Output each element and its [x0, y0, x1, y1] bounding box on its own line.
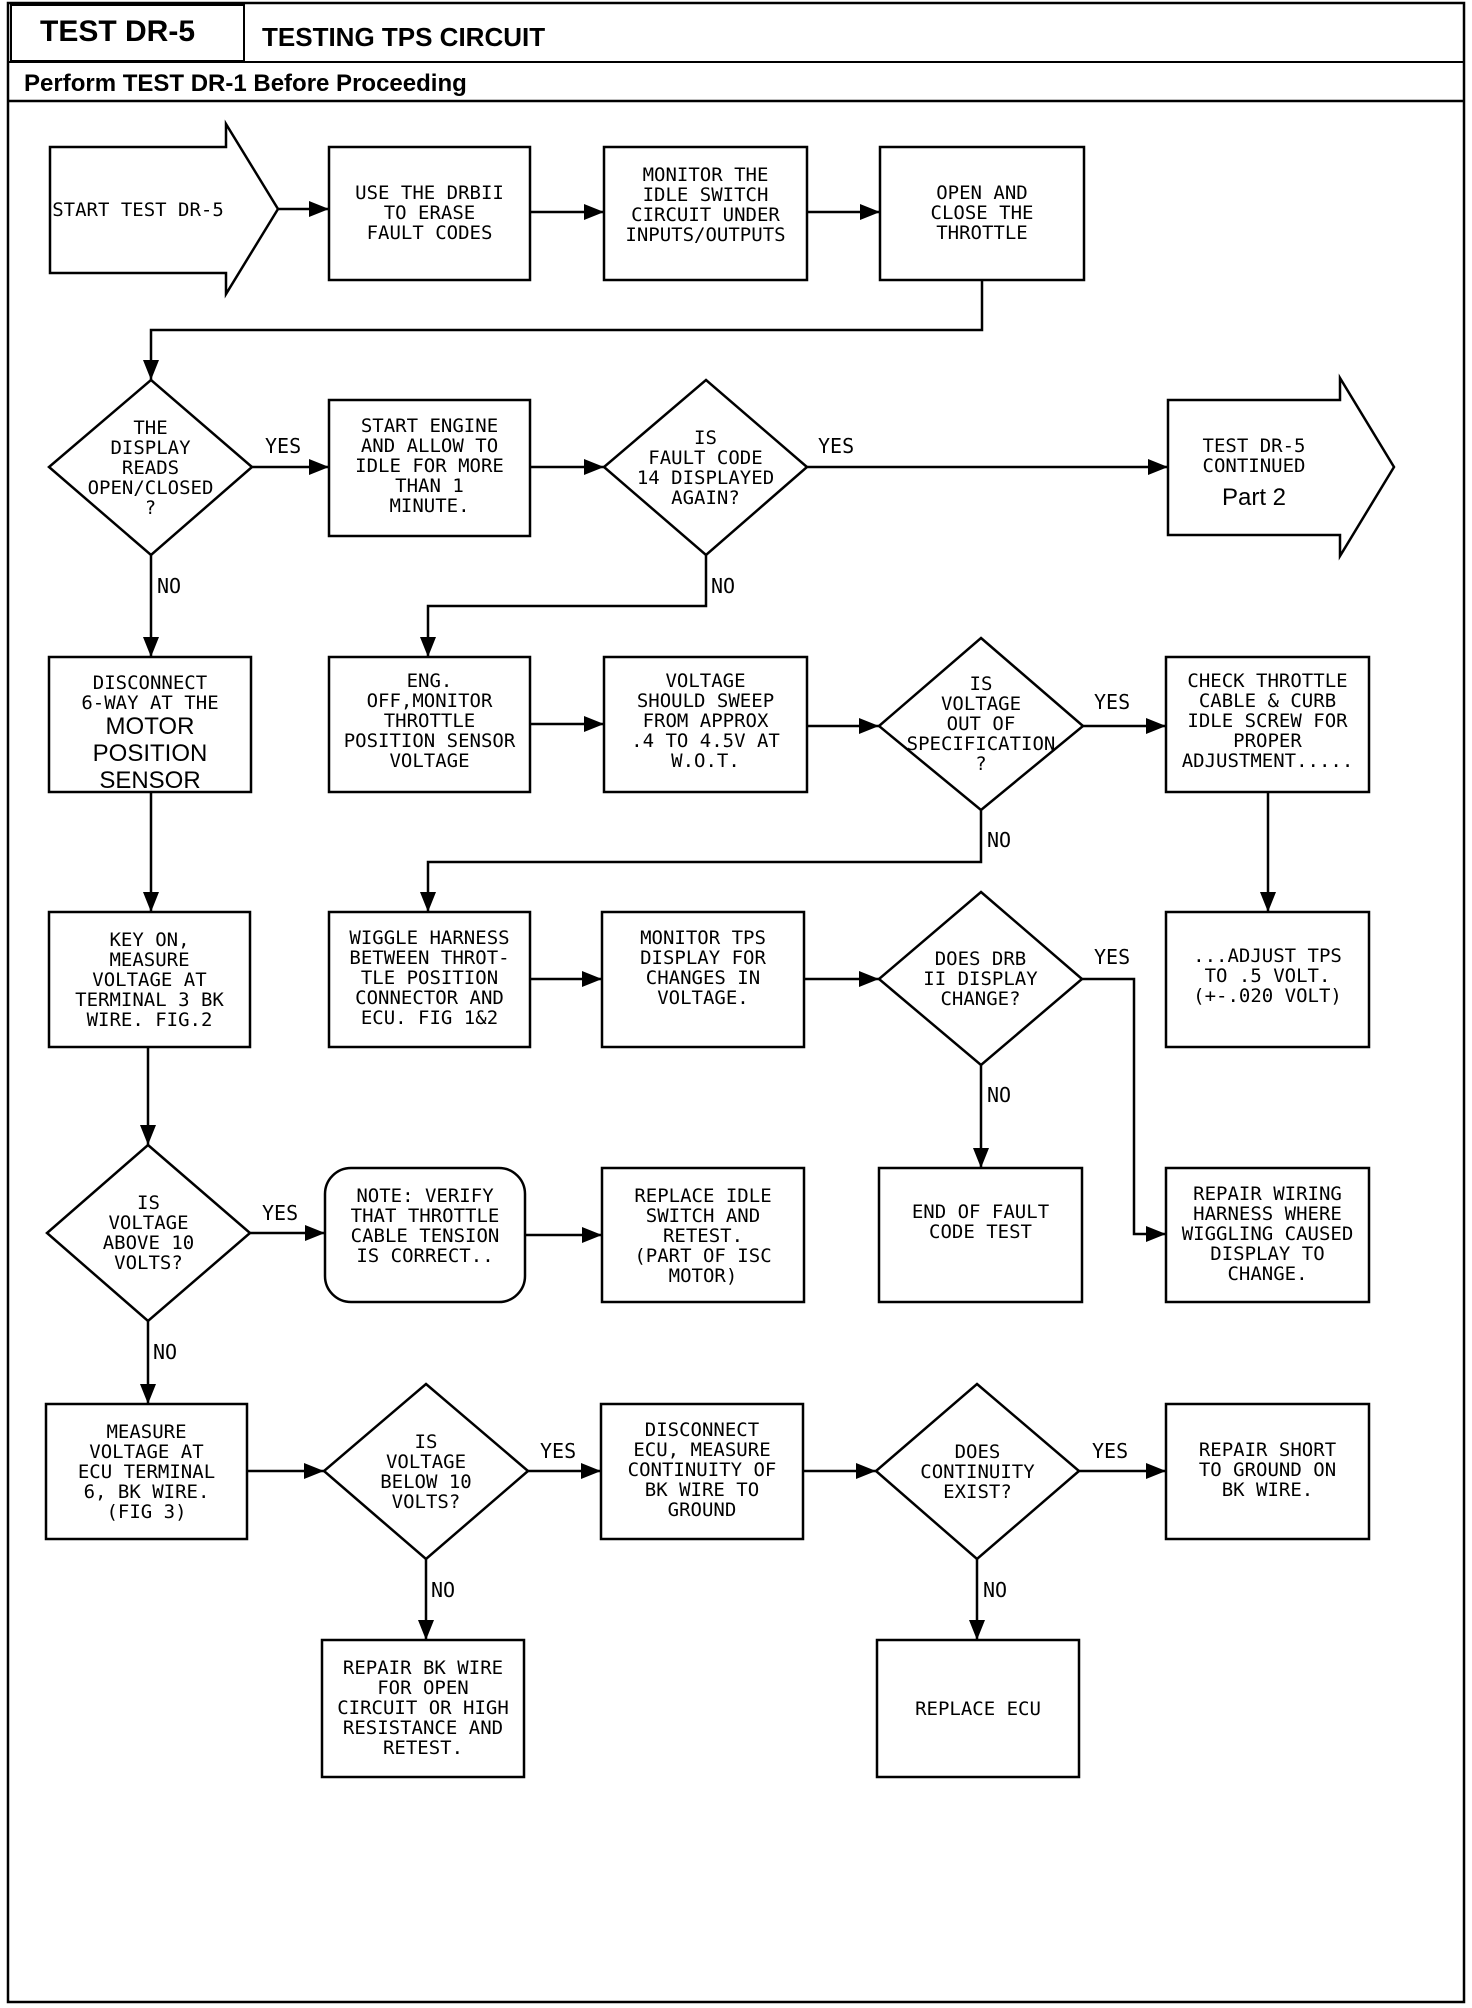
page-subtitle: Perform TEST DR-1 Before Proceeding	[24, 70, 467, 97]
wiggle-text: WIGGLE HARNESS BETWEEN THROT- TLE POSITI…	[349, 927, 510, 1029]
no-label-below: NO	[431, 1578, 456, 1602]
yes-label-above: YES	[262, 1201, 299, 1225]
key-on-box	[47, 910, 252, 1049]
yes-label-fault: YES	[818, 434, 855, 458]
test-id: TEST DR-5	[40, 15, 196, 48]
voltage-sweep-text: VOLTAGE SHOULD SWEEP FROM APPROX .4 TO 4…	[631, 670, 780, 772]
yes-label-continuity: YES	[1092, 1439, 1129, 1463]
adjust-tps-text: ...ADJUST TPS TO .5 VOLT. (+-.020 VOLT)	[1193, 945, 1342, 1007]
replace-ecu-text: REPLACE ECU	[915, 1697, 1041, 1720]
conn-open-display	[143, 280, 984, 380]
monitor-tps-text: MONITOR TPS DISPLAY FOR CHANGES IN VOLTA…	[640, 927, 766, 1009]
open-close-text: OPEN AND CLOSE THE THROTTLE	[930, 182, 1034, 244]
continued-arrow-shape	[1166, 373, 1396, 561]
end-fault-text: END OF FAULT CODE TEST	[911, 1201, 1050, 1243]
no-label-drb: NO	[987, 1083, 1012, 1107]
erase-codes-box	[327, 145, 532, 282]
yes-label-drb: YES	[1094, 945, 1131, 969]
note-verify-text: NOTE: VERIFY THAT THROTTLE CABLE TENSION…	[350, 1185, 500, 1267]
outer-frame	[6, 1, 1466, 2004]
display-reads-text: THE DISPLAY READS OPEN/CLOSED ?	[87, 416, 214, 519]
start-arrow-label: START TEST DR-5	[52, 199, 224, 221]
conn-spec-no	[420, 810, 983, 912]
fault-14-text: IS FAULT CODE 14 DISPLAYED AGAIN?	[636, 426, 775, 509]
replace-idle-text: REPLACE IDLE SWITCH AND RETEST. (PART OF…	[634, 1185, 772, 1287]
repair-short-text: REPAIR SHORT TO GROUND ON BK WIRE.	[1198, 1439, 1337, 1501]
yes-label-below: YES	[540, 1439, 577, 1463]
above-10-text: IS VOLTAGE ABOVE 10 VOLTS?	[102, 1192, 195, 1274]
yes-label-display: YES	[265, 434, 302, 458]
start-arrow-shape	[48, 119, 280, 299]
no-label-fault: NO	[711, 574, 736, 598]
conn-fault-no	[420, 555, 708, 657]
disconnect-6way-text: DISCONNECT 6-WAY AT THE	[81, 672, 219, 714]
continued-arrow-label: TEST DR-5 CONTINUED	[1202, 435, 1306, 477]
no-label-above: NO	[153, 1340, 178, 1364]
start-engine-text: START ENGINE AND ALLOW TO IDLE FOR MORE …	[355, 415, 504, 517]
disconnect-6way-sensor-text: MOTOR POSITION SENSOR	[92, 712, 208, 794]
yes-label-spec: YES	[1094, 690, 1131, 714]
conn-drb-yes	[1082, 977, 1166, 1242]
no-label-continuity: NO	[983, 1578, 1008, 1602]
disconnect-ecu-text: DISCONNECT ECU, MEASURE CONTINUITY OF BK…	[627, 1419, 777, 1521]
repair-wiring-text: REPAIR WIRING HARNESS WHERE WIGGLING CAU…	[1181, 1183, 1354, 1285]
key-on-text: KEY ON, MEASURE VOLTAGE AT TERMINAL 3 BK…	[75, 929, 224, 1031]
monitor-idle-text: MONITOR THE IDLE SWITCH CIRCUIT UNDER IN…	[625, 164, 786, 246]
continuity-text: DOES CONTINUITY EXIST?	[920, 1440, 1035, 1503]
eng-off-text: ENG. OFF,MONITOR THROTTLE POSITION SENSO…	[343, 670, 516, 772]
continued-part-label: Part 2	[1221, 483, 1287, 511]
drb-change-text: DOES DRB II DISPLAY CHANGE?	[923, 947, 1038, 1010]
repair-bk-text: REPAIR BK WIRE FOR OPEN CIRCUIT OR HIGH …	[337, 1657, 509, 1759]
repair-bk-box	[320, 1638, 526, 1779]
below-10-text: IS VOLTAGE BELOW 10 VOLTS?	[380, 1430, 472, 1513]
check-cable-text: CHECK THROTTLE CABLE & CURB IDLE SCREW F…	[1181, 670, 1354, 772]
monitor-idle-box	[602, 145, 809, 282]
erase-codes-text: USE THE DRBII TO ERASE FAULT CODES	[355, 182, 504, 244]
voltage-spec-text: IS VOLTAGE OUT OF SPECIFICATION ?	[906, 673, 1056, 775]
measure-ecu-text: MEASURE VOLTAGE AT ECU TERMINAL 6, BK WI…	[77, 1421, 216, 1523]
no-label-display: NO	[157, 574, 182, 598]
page-title: TESTING TPS CIRCUIT	[262, 22, 546, 52]
no-label-spec: NO	[987, 828, 1012, 852]
